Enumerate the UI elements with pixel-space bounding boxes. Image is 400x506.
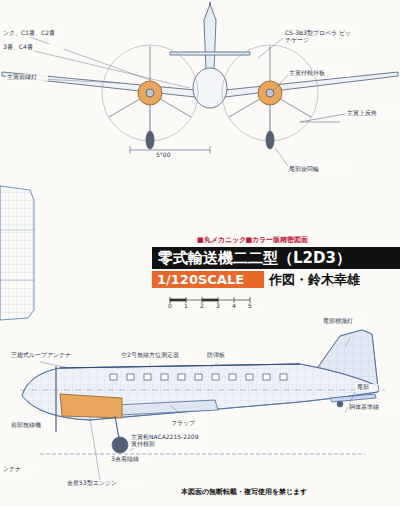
scale-number: 3 [215, 303, 225, 310]
side-view [20, 330, 385, 480]
front-view [2, 2, 398, 166]
cabin-window [280, 374, 287, 380]
part-label: 金星53型エンジン [66, 480, 138, 487]
title-text: 作図・鈴木幸雄 [268, 271, 398, 288]
part-label: 3番、C4番 [2, 44, 64, 51]
scale-number: 1 [183, 303, 193, 310]
cabin-window [161, 374, 168, 380]
scale-number: 4 [231, 303, 241, 310]
part-label: 空2号無線方位測定器 [120, 352, 192, 359]
part-label: 前部無線機 [10, 422, 52, 429]
top-view-wing [0, 186, 34, 320]
cabin-window [144, 374, 151, 380]
cabin-window [263, 374, 270, 380]
title-text: 1/120SCALE [156, 271, 266, 288]
part-label: 主翼桁NACA2215-2209 翼付根部 [130, 434, 204, 448]
part-label: ンテナ [2, 466, 34, 473]
cabin-window [229, 374, 236, 380]
part-label: フラップ [170, 420, 202, 427]
cabin-window [246, 374, 253, 380]
part-label: 主翼前縁灯 [6, 74, 48, 81]
scale-number: 0 [167, 303, 177, 310]
part-label: 尾部 [356, 384, 378, 391]
cabin-window [178, 374, 185, 380]
cabin-window [127, 374, 134, 380]
part-label: 防弾板 [206, 352, 238, 359]
title-band [152, 247, 400, 269]
cabin-window [212, 374, 219, 380]
part-label: 尾部旋回輪 [288, 166, 350, 173]
part-label: 主翼上反角 [346, 110, 398, 117]
part-label: 主翼付根外板 [288, 70, 350, 77]
part-label: 三翅式ループアンテナ [10, 352, 72, 359]
part-label: 胴体基準線 [348, 404, 398, 411]
part-label: CS-3B3型プロペラ ピッチゲージ [284, 30, 356, 44]
part-label: ンク、C1番、C2番 [2, 30, 64, 37]
part-label: 本図面の無断転載・複写使用を禁じます [180, 488, 398, 496]
part-label: 5°00 [155, 152, 197, 159]
part-label: 尾部標識灯 [322, 318, 364, 325]
cabin-window [110, 374, 117, 380]
title-text: ■丸メカニック■カラー版精密図面 [196, 236, 398, 244]
scale-number: 2 [199, 303, 209, 310]
cabin-window [195, 374, 202, 380]
scale-number: 5 [247, 303, 257, 310]
part-label: 3点着陸線 [110, 456, 152, 463]
title: 零式輸送機二二型（L2D3） [158, 247, 351, 269]
